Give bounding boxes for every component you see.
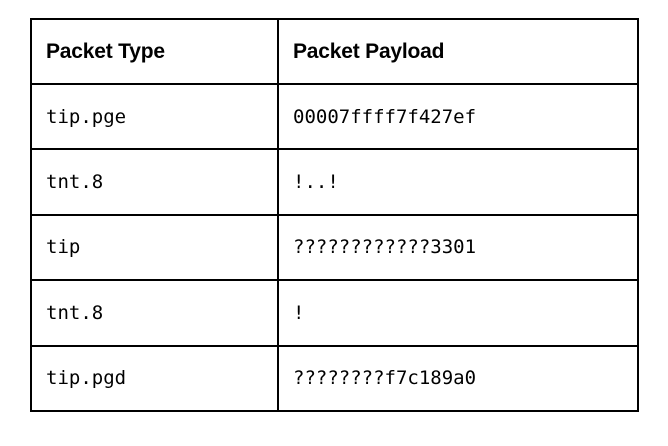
table-row: tip.pge 00007ffff7f427ef bbox=[30, 82, 639, 151]
cell-packet-type: tip.pgd bbox=[30, 344, 279, 413]
cell-packet-payload: 00007ffff7f427ef bbox=[277, 82, 639, 151]
cell-packet-type: tnt.8 bbox=[30, 279, 279, 347]
cell-packet-payload: !..! bbox=[277, 148, 639, 216]
cell-packet-type: tip bbox=[30, 213, 279, 282]
table-body: tip.pge 00007ffff7f427ef tnt.8 !..! tip … bbox=[30, 82, 639, 413]
table-row: tnt.8 ! bbox=[30, 279, 639, 347]
cell-packet-payload: ! bbox=[277, 279, 639, 347]
packet-table-container: Packet Type Packet Payload tip.pge 00007… bbox=[30, 18, 639, 413]
packet-table: Packet Type Packet Payload tip.pge 00007… bbox=[30, 18, 639, 413]
cell-packet-payload: ????????f7c189a0 bbox=[277, 344, 639, 413]
column-header-packet-type: Packet Type bbox=[30, 18, 279, 85]
cell-packet-type: tip.pge bbox=[30, 82, 279, 151]
table-row: tip.pgd ????????f7c189a0 bbox=[30, 344, 639, 413]
table-header-row: Packet Type Packet Payload bbox=[30, 18, 639, 85]
cell-packet-payload: ????????????3301 bbox=[277, 213, 639, 282]
table-header: Packet Type Packet Payload bbox=[30, 18, 639, 85]
table-row: tnt.8 !..! bbox=[30, 148, 639, 216]
cell-packet-type: tnt.8 bbox=[30, 148, 279, 216]
column-header-packet-payload: Packet Payload bbox=[277, 18, 639, 85]
table-row: tip ????????????3301 bbox=[30, 213, 639, 282]
